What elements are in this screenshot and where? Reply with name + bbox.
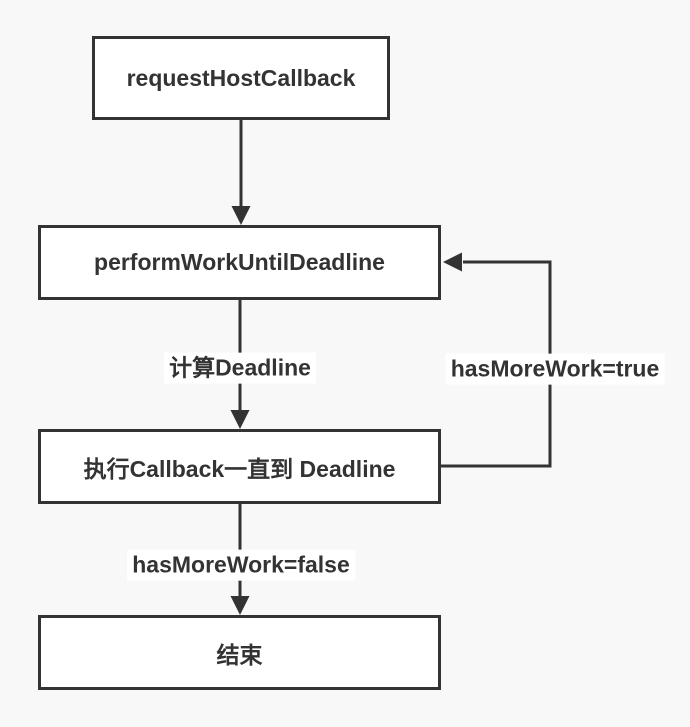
node-request-host-callback: requestHostCallback <box>92 36 390 120</box>
node-label: 执行Callback一直到 Deadline <box>83 455 396 482</box>
node-perform-work-until-deadline: performWorkUntilDeadline <box>38 225 441 300</box>
edge-label-has-more-work-true: hasMoreWork=true <box>445 353 665 385</box>
node-label: requestHostCallback <box>126 64 356 91</box>
node-end: 结束 <box>38 615 441 690</box>
node-label: performWorkUntilDeadline <box>94 249 385 275</box>
node-label: 结束 <box>216 641 263 668</box>
edge-request-to-perform <box>231 120 251 225</box>
edge-label-compute-deadline: 计算Deadline <box>164 352 316 384</box>
edge-label-has-more-work-false: hasMoreWork=false <box>127 549 355 581</box>
node-execute-callback-until-deadline: 执行Callback一直到 Deadline <box>38 429 441 504</box>
